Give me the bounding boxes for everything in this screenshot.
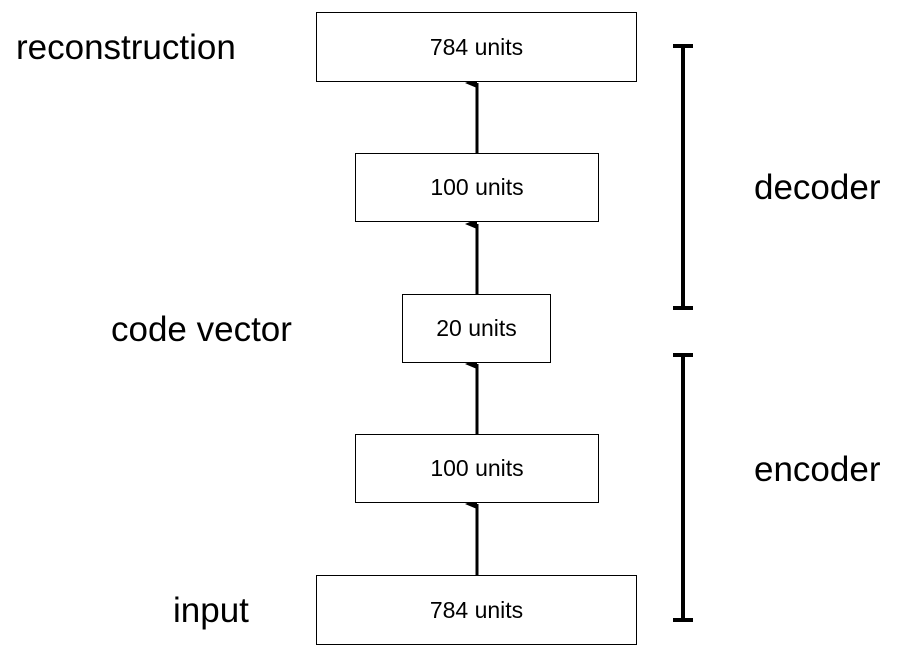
encoder-hidden-layer-box: 100 units [355,434,599,503]
code-units: 20 units [436,315,517,341]
input-label: input [173,591,249,630]
input-layer-box: 784 units [316,575,637,645]
decoder-hidden-layer-box: 100 units [355,153,599,222]
decoder-hidden-units: 100 units [430,174,524,200]
code-layer-box: 20 units [402,294,551,363]
encoder-hidden-units: 100 units [430,455,524,481]
decoder-label: decoder [754,168,881,207]
decoder-bracket [673,44,693,310]
reconstruction-units: 784 units [429,33,524,60]
reconstruction-layer-box: 784 units [316,12,637,82]
encoder-bracket [673,353,693,622]
code-vector-label: code vector [111,310,292,349]
encoder-label: encoder [754,450,881,489]
input-units: 784 units [429,596,524,623]
reconstruction-label: reconstruction [16,28,236,67]
